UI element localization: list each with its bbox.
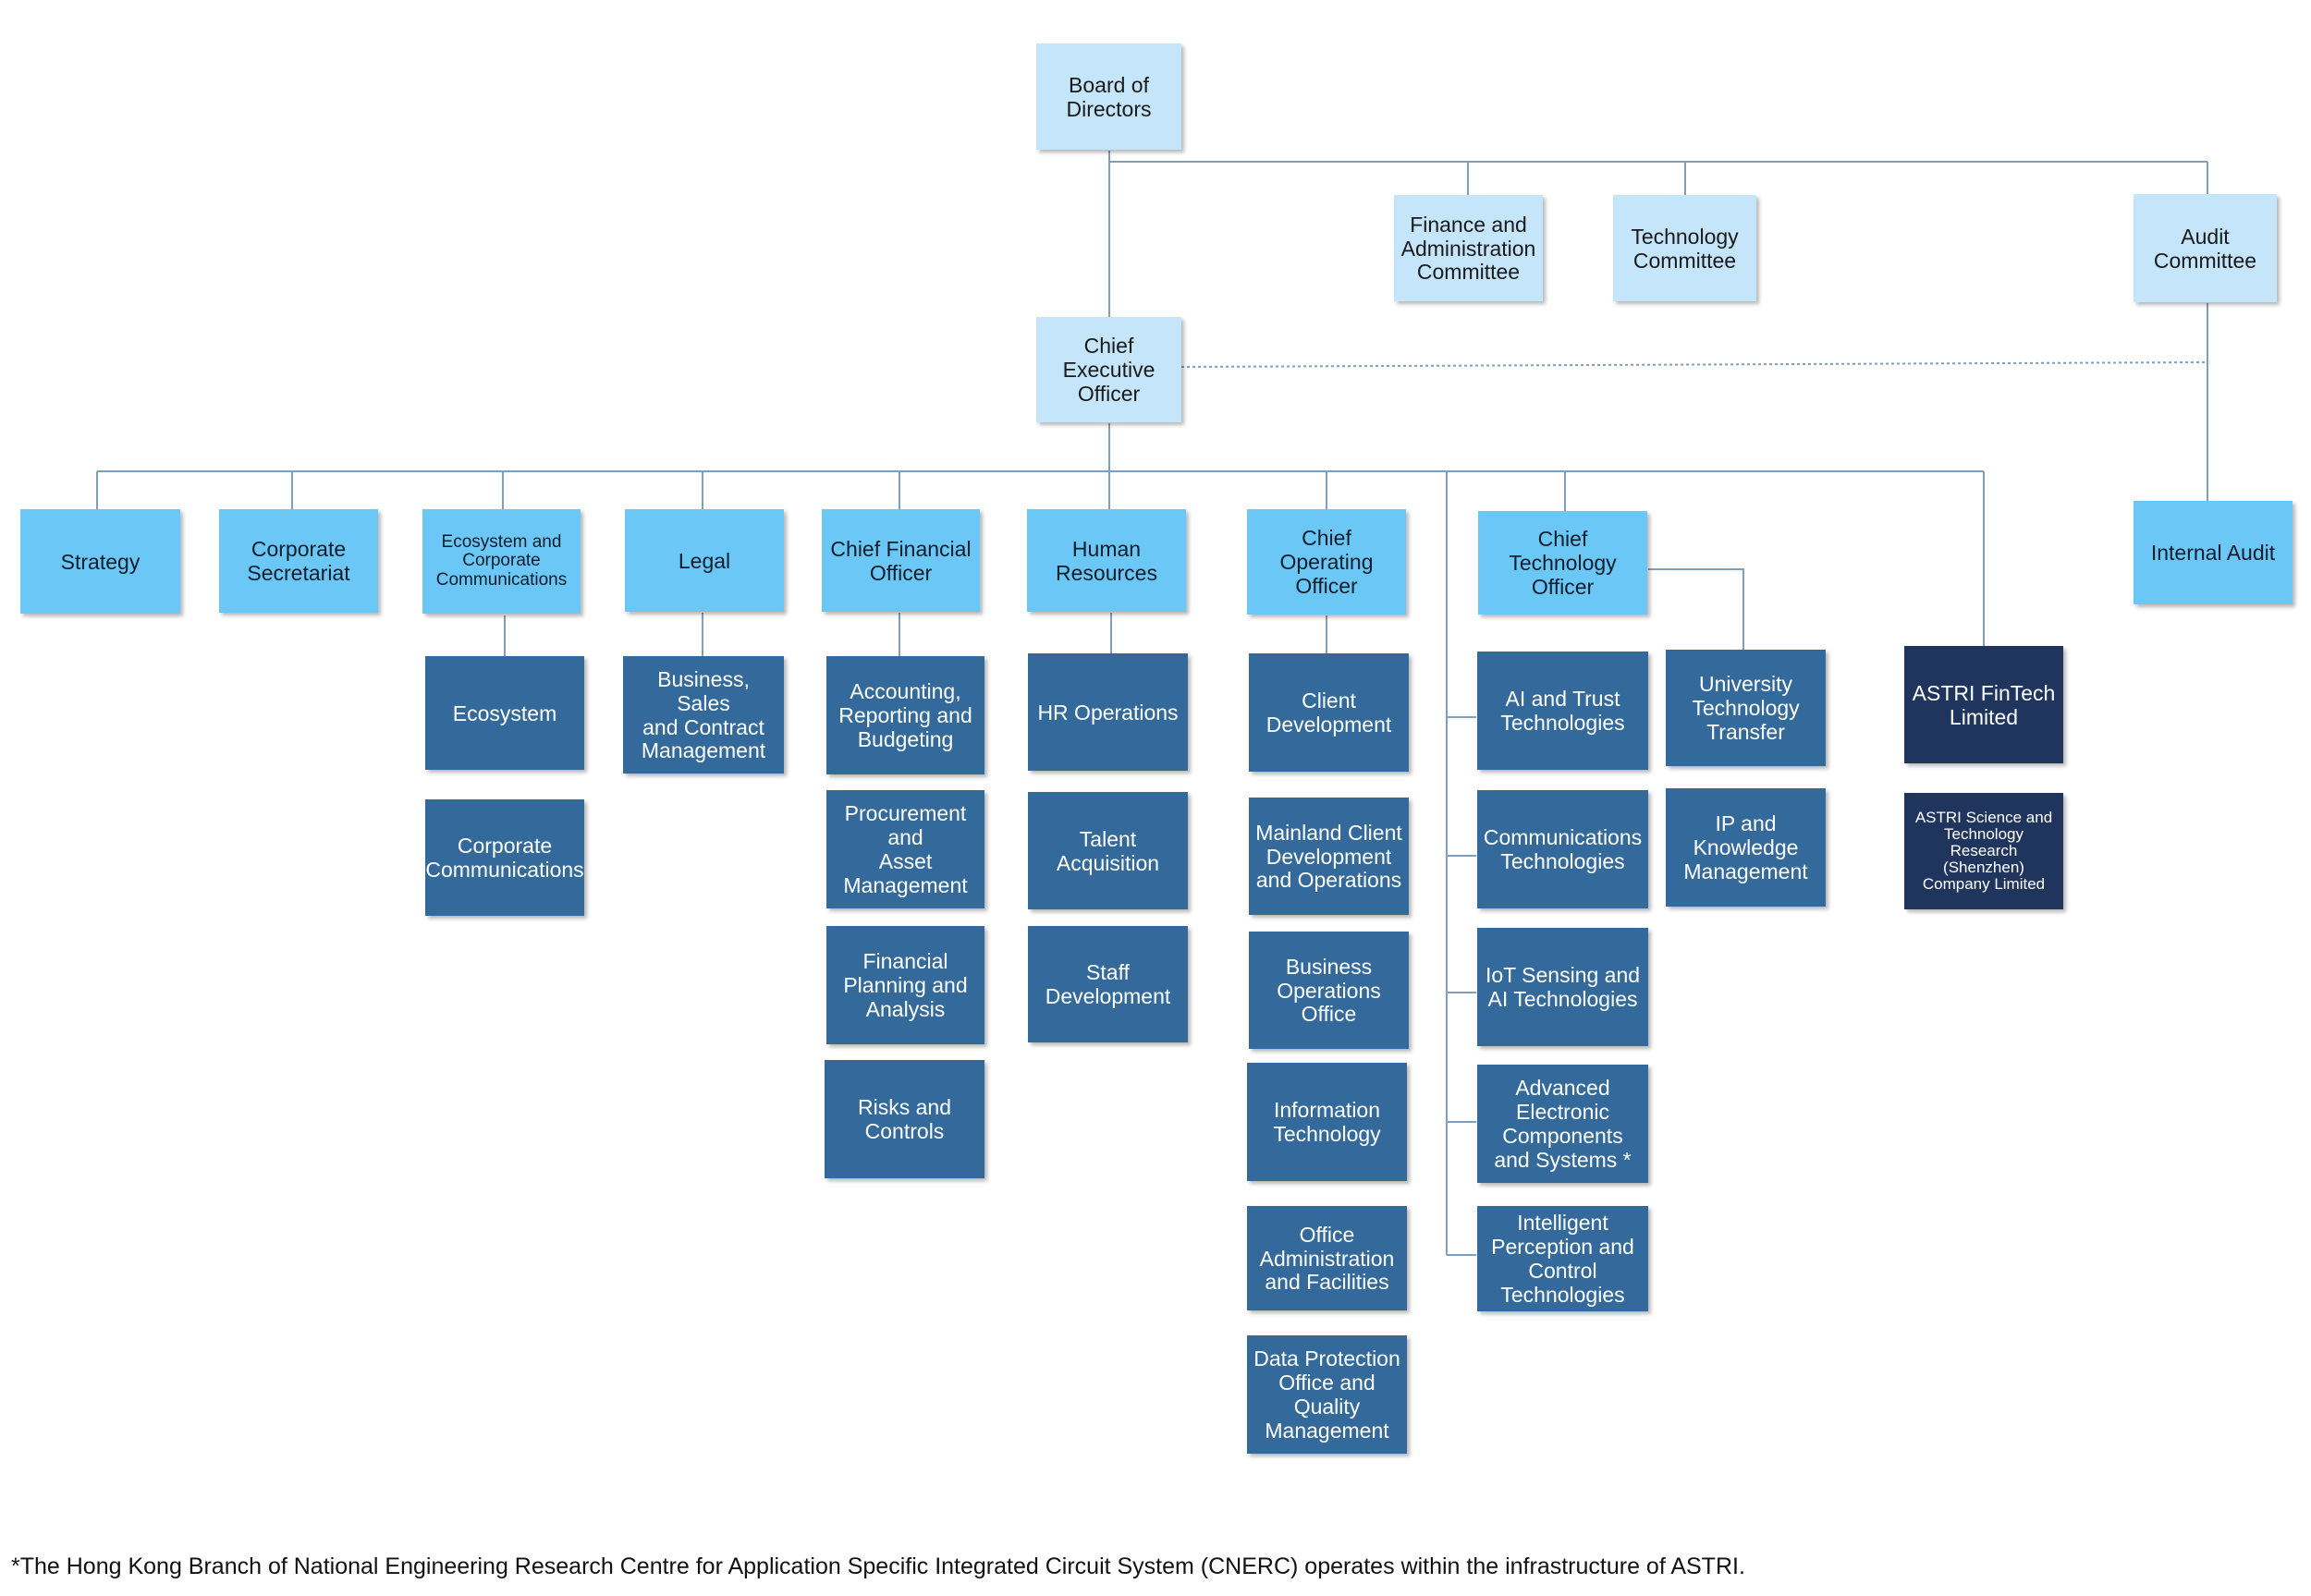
mainland-client-development-box: Mainland Client Development and Operatio…: [1249, 798, 1409, 915]
corporate-secretariat-box: Corporate Secretariat: [219, 509, 378, 613]
technology-committee-box: Technology Committee: [1613, 195, 1756, 301]
corporate-communications-unit-box: Corporate Communications: [425, 799, 584, 916]
human-resources-box: Human Resources: [1027, 509, 1186, 612]
ip-knowledge-management-box: IP and Knowledge Management: [1666, 788, 1826, 907]
communications-technologies-box: Communications Technologies: [1477, 790, 1648, 908]
chief-executive-officer-box: Chief Executive Officer: [1036, 317, 1181, 422]
ecosystem-corporate-communications-box: Ecosystem and Corporate Communications: [422, 509, 581, 614]
accounting-reporting-box: Accounting, Reporting and Budgeting: [826, 656, 984, 774]
intelligent-perception-control-box: Intelligent Perception and Control Techn…: [1477, 1206, 1648, 1311]
information-technology-box: Information Technology: [1247, 1063, 1407, 1181]
procurement-asset-box: Procurement and Asset Management: [826, 790, 984, 908]
hr-operations-box: HR Operations: [1028, 653, 1188, 771]
staff-development-box: Staff Development: [1028, 926, 1188, 1042]
risks-controls-box: Risks and Controls: [825, 1060, 984, 1178]
astri-fintech-limited-box: ASTRI FinTech Limited: [1904, 646, 2063, 763]
financial-planning-box: Financial Planning and Analysis: [826, 926, 984, 1044]
ai-trust-technologies-box: AI and Trust Technologies: [1477, 652, 1648, 770]
business-sales-contract-box: Business, Sales and Contract Management: [623, 656, 784, 774]
advanced-electronic-components-box: Advanced Electronic Components and Syste…: [1477, 1065, 1648, 1183]
iot-sensing-ai-box: IoT Sensing and AI Technologies: [1477, 928, 1648, 1046]
office-administration-facilities-box: Office Administration and Facilities: [1247, 1206, 1407, 1310]
ecosystem-unit-box: Ecosystem: [425, 656, 584, 770]
talent-acquisition-box: Talent Acquisition: [1028, 792, 1188, 909]
chief-financial-officer-box: Chief Financial Officer: [822, 509, 980, 612]
business-operations-office-box: Business Operations Office: [1249, 932, 1409, 1049]
chief-operating-officer-box: Chief Operating Officer: [1247, 509, 1406, 615]
strategy-box: Strategy: [20, 509, 180, 614]
footnote: *The Hong Kong Branch of National Engine…: [11, 1553, 1745, 1579]
audit-committee-box: Audit Committee: [2134, 194, 2277, 302]
client-development-box: Client Development: [1249, 653, 1409, 772]
data-protection-quality-box: Data Protection Office and Quality Manag…: [1247, 1335, 1407, 1454]
finance-administration-committee-box: Finance and Administration Committee: [1394, 195, 1543, 301]
university-technology-transfer-box: University Technology Transfer: [1666, 650, 1826, 766]
internal-audit-box: Internal Audit: [2134, 501, 2293, 604]
board-of-directors-box: Board of Directors: [1036, 43, 1181, 150]
chief-technology-officer-box: Chief Technology Officer: [1478, 511, 1647, 615]
astri-shenzhen-company-box: ASTRI Science and Technology Research (S…: [1904, 793, 2063, 909]
legal-box: Legal: [625, 509, 784, 612]
